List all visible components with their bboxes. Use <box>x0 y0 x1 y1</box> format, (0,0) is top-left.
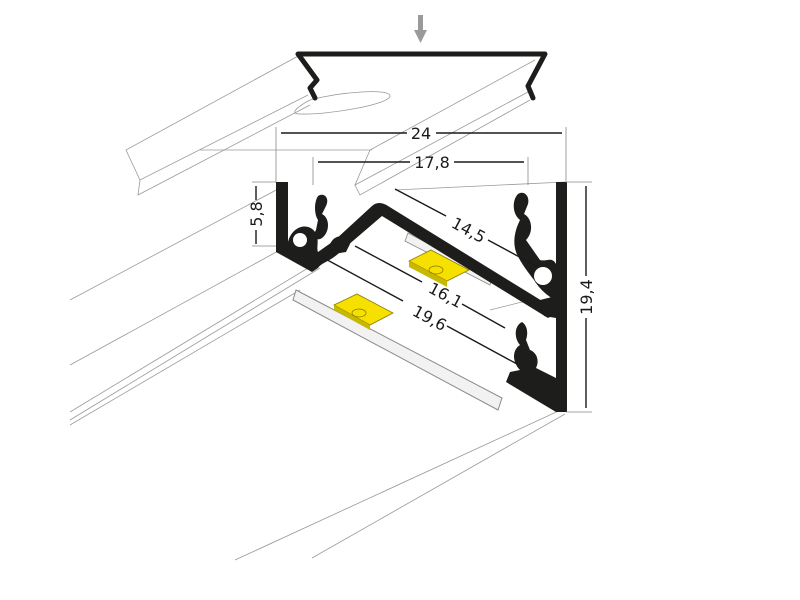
dimension-height-right: 19,4 <box>577 186 596 408</box>
dimension-label-diagonal-mid: 16,1 <box>425 278 465 312</box>
down-arrow-icon <box>414 15 427 43</box>
dimension-label-height-right: 19,4 <box>577 279 596 315</box>
dimension-width-inner: 17,8 <box>318 153 524 172</box>
led-strip <box>292 232 503 411</box>
extension-lines <box>252 127 592 413</box>
aluminium-profile <box>276 182 567 412</box>
led-chip-lower <box>333 293 394 330</box>
dimension-height-left: 5,8 <box>247 186 266 244</box>
dimension-label-diagonal-bottom: 19,6 <box>409 301 449 335</box>
dimension-label-width-inner: 17,8 <box>414 153 450 172</box>
led-chip-upper <box>408 249 470 287</box>
dimension-label-height-left: 5,8 <box>247 201 266 226</box>
profile-extrusion-lines <box>69 181 566 561</box>
dimension-label-diagonal-top: 14,5 <box>448 213 488 247</box>
dimension-width-total: 24 <box>281 124 562 143</box>
diffuser-cover <box>125 51 548 196</box>
dimension-label-width-total: 24 <box>411 124 431 143</box>
